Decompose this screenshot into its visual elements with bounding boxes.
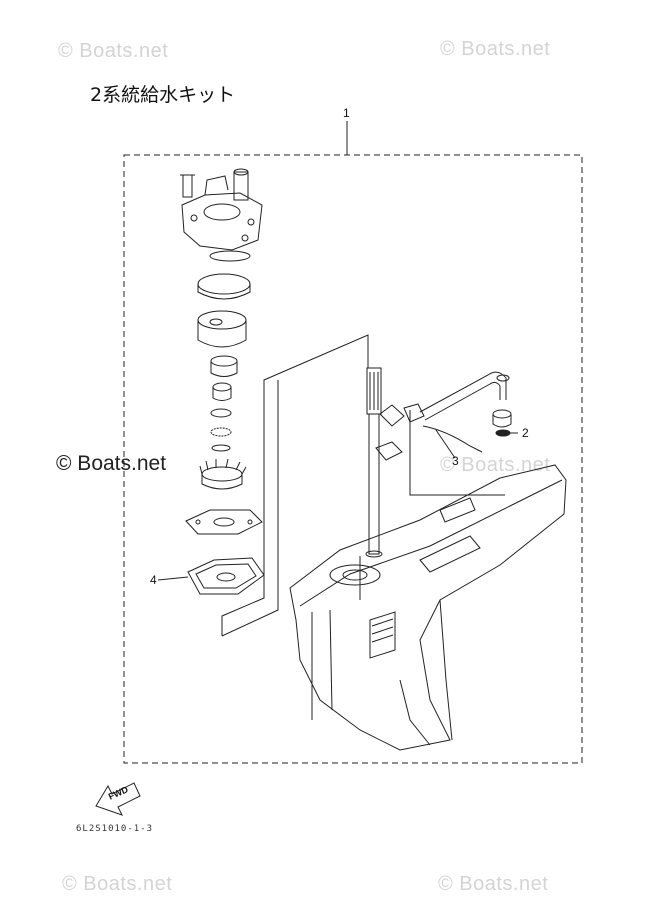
liner-plate xyxy=(198,274,250,299)
gasket xyxy=(188,558,264,594)
washer-3 xyxy=(212,445,230,451)
watermark-top-right: © Boats.net xyxy=(440,38,551,60)
diagram-code: 6L2S1010-1-3 xyxy=(76,824,154,834)
diagram-title: 2系統給水キット xyxy=(90,84,236,106)
water-tube xyxy=(420,372,509,420)
kit-boundary xyxy=(124,155,582,763)
pump-housing xyxy=(180,169,262,250)
watermark-mid-right: © Boats.net xyxy=(440,454,551,476)
bushing xyxy=(213,383,231,401)
watermark-bottom-right: © Boats.net xyxy=(438,873,549,895)
outer-plate xyxy=(186,510,262,534)
callout-2: 2 xyxy=(522,426,529,440)
watermark-bottom-left: © Boats.net xyxy=(62,873,173,895)
lower-unit xyxy=(290,465,566,750)
watermark-prominent: © Boats.net xyxy=(56,452,167,475)
callout-1: 1 xyxy=(343,106,350,120)
insert-cartridge xyxy=(198,311,246,347)
callout-3: 3 xyxy=(452,454,459,468)
hose-clip xyxy=(423,426,482,452)
grommet xyxy=(493,410,511,436)
washer-2 xyxy=(211,428,231,436)
bracket xyxy=(376,404,424,460)
callout-4: 4 xyxy=(150,573,157,587)
assembly-lines xyxy=(158,335,518,636)
impeller xyxy=(200,459,246,489)
washer-1 xyxy=(211,409,231,417)
collar xyxy=(211,356,237,377)
fwd-arrow xyxy=(96,783,140,815)
drive-shaft xyxy=(366,368,382,557)
o-ring xyxy=(210,251,250,261)
watermark-top-left: © Boats.net xyxy=(58,40,169,62)
